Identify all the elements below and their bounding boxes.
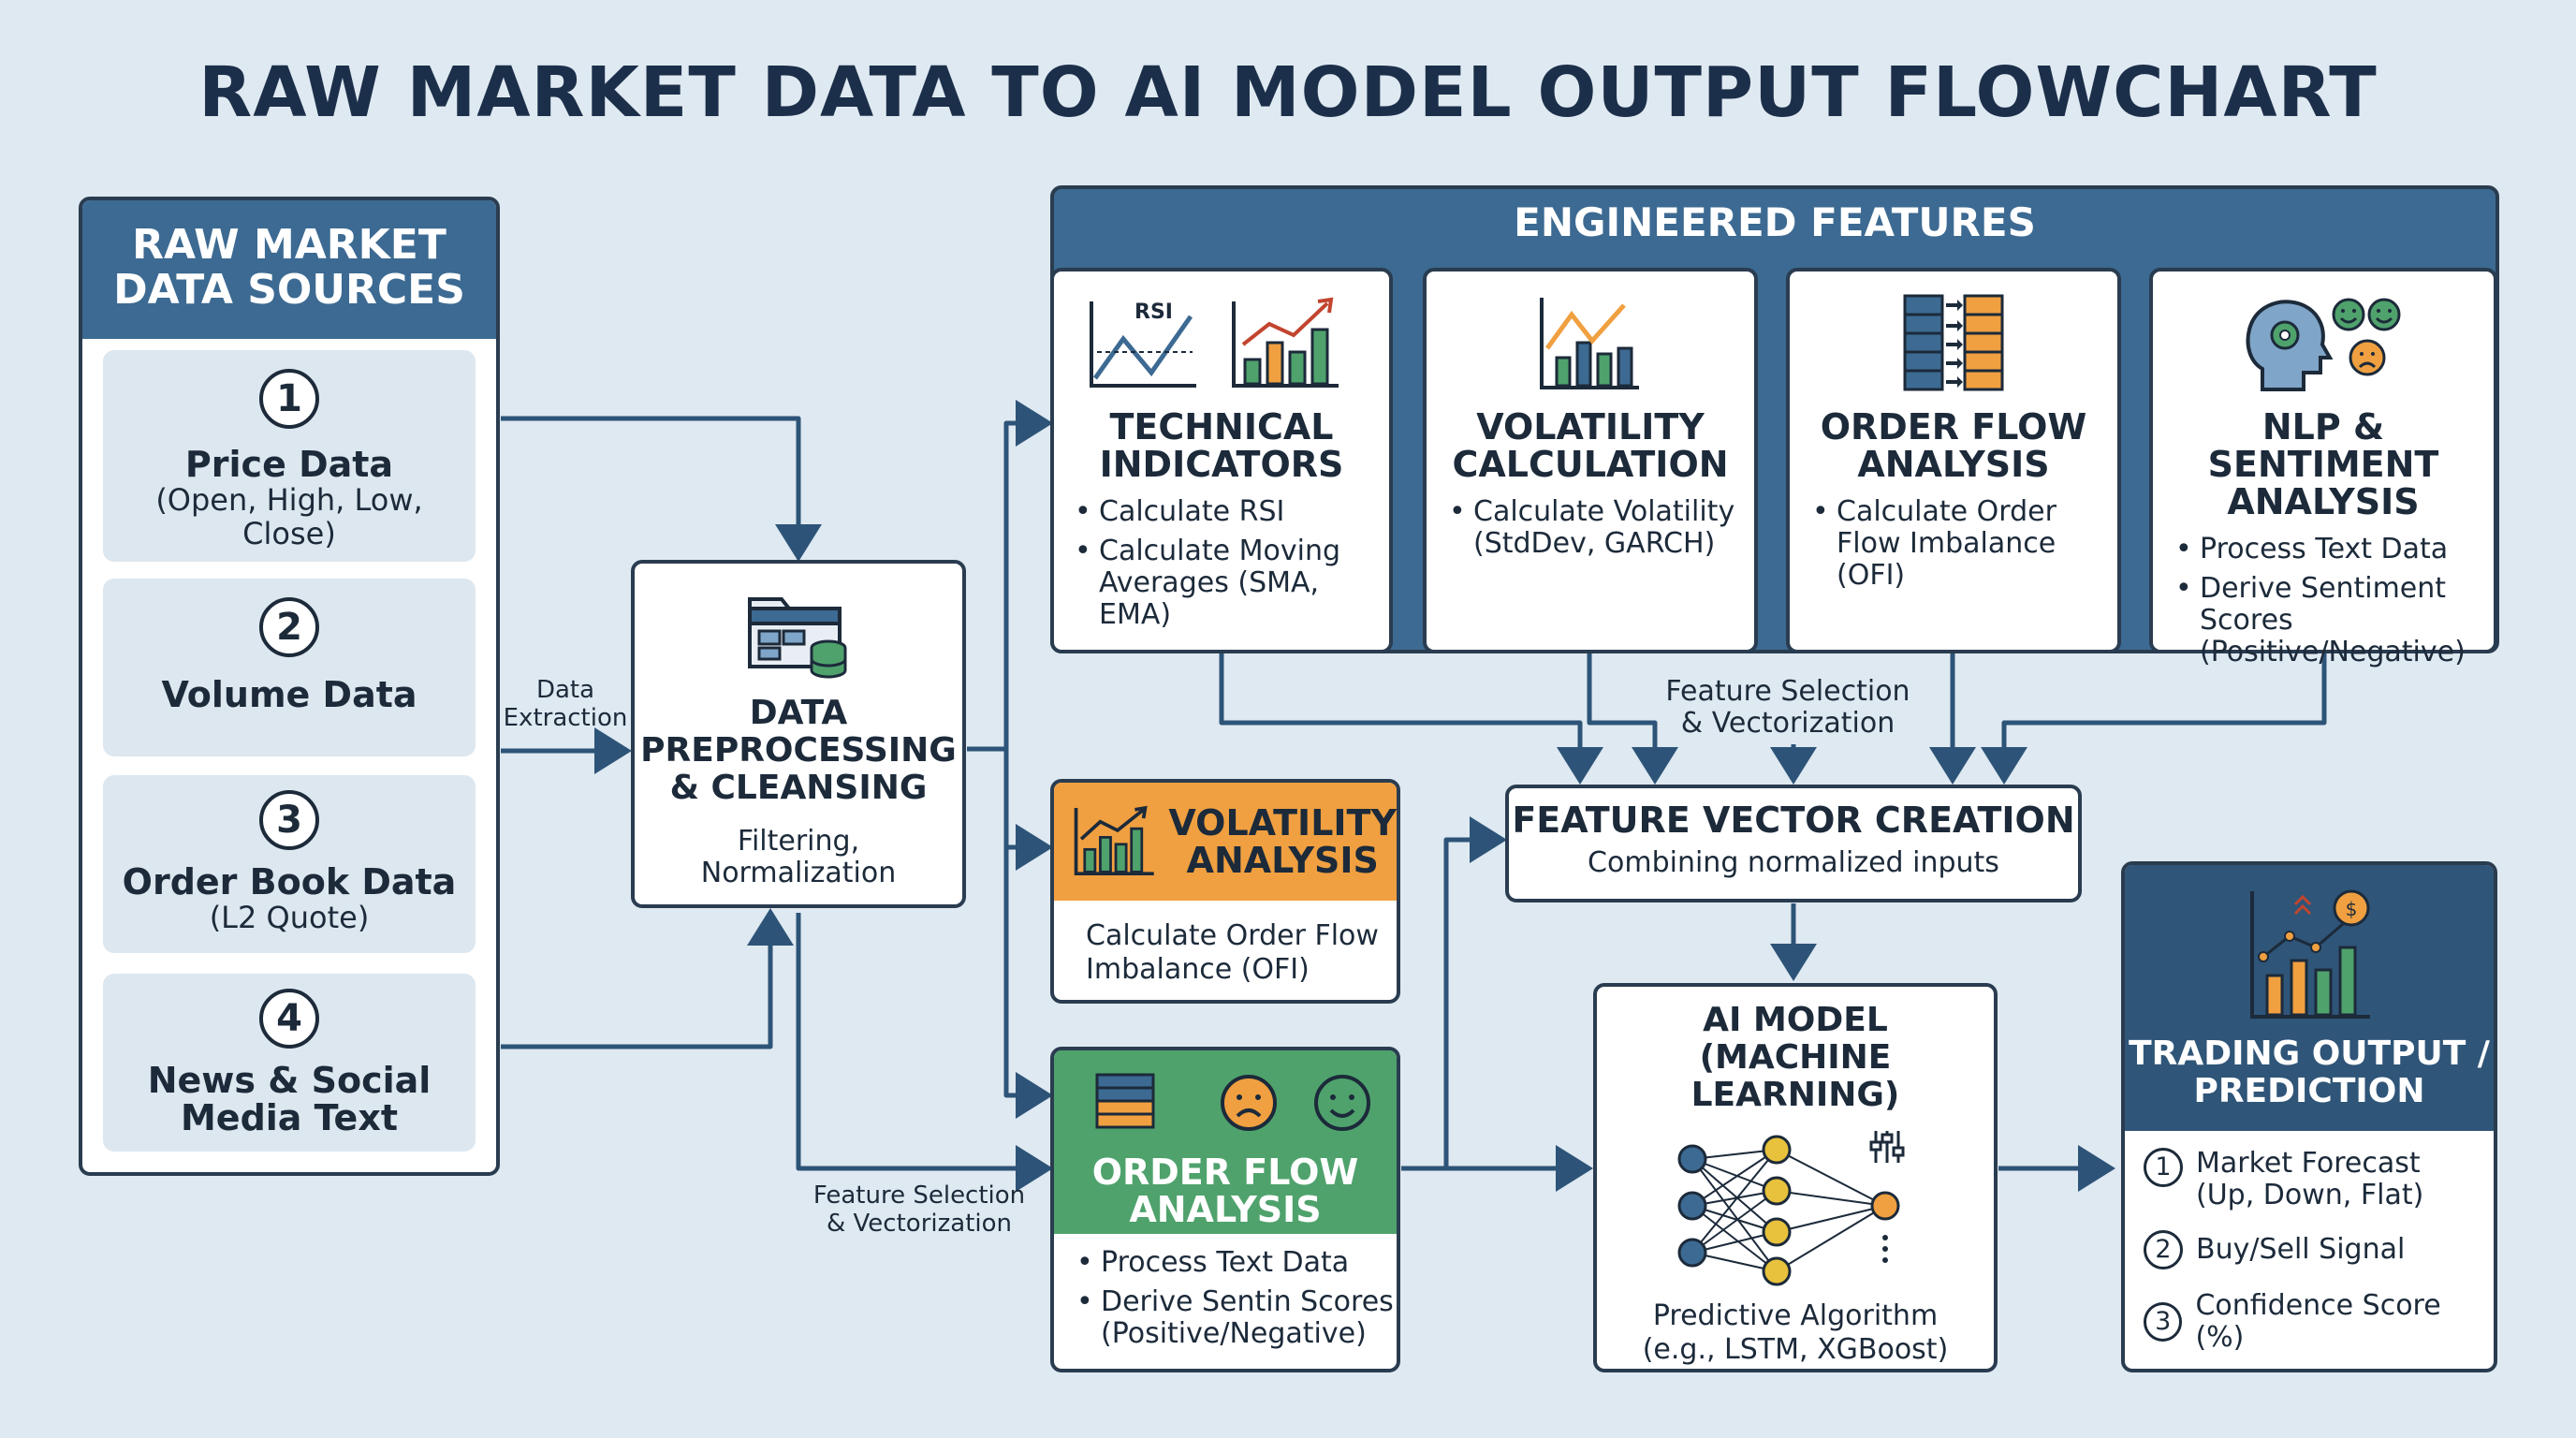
source-title: Price Data <box>184 444 394 485</box>
arrow-volatility-to-vector <box>1587 653 1678 785</box>
trading-output-list: 1 Market Forecast (Up, Down, Flat) 2 Buy… <box>2125 1131 2494 1354</box>
neural-network-icon <box>1677 1131 1905 1286</box>
volatility-analysis-title: VOLATILITY ANALYSIS <box>1168 802 1397 881</box>
source-title: Order Book Data <box>122 861 457 902</box>
source-order-book-data[interactable]: 3 Order Book Data (L2 Quote) <box>103 775 476 953</box>
bullet-item: Derive Sentin Scores(Positive/Negative) <box>1076 1286 1397 1350</box>
source-subtitle: (Open, High, Low, <box>155 482 423 518</box>
raw-data-sources-panel: RAW MARKET DATA SOURCES 1 Price Data (Op… <box>79 197 500 1176</box>
source-news-social[interactable]: 4 News & Social Media Text <box>103 974 476 1152</box>
svg-text:$: $ <box>2346 898 2358 920</box>
ai-model-title: AI MODEL (MACHINE LEARNING) <box>1690 1001 1900 1114</box>
feature-vector-box[interactable]: FEATURE VECTOR CREATION Combining normal… <box>1505 785 2082 902</box>
trading-output-panel[interactable]: $ TRADING OUTPUT / PREDICTION 1 Market F… <box>2121 861 2497 1372</box>
source-volume-data[interactable]: 2 Volume Data <box>103 579 476 756</box>
engineered-features-header: ENGINEERED FEATURES <box>1514 199 2036 245</box>
ai-model-subtitle: Predictive Algorithm (e.g., LSTM, XGBoos… <box>1642 1299 1949 1366</box>
arrow-price-to-preprocessing <box>501 416 822 562</box>
order-flow-analysis-card[interactable]: ORDER FLOW ANALYSIS Calculate OrderFlow … <box>1786 268 2121 653</box>
raw-data-sources-header: RAW MARKET DATA SOURCES <box>82 200 496 339</box>
ai-model-box[interactable]: AI MODEL (MACHINE LEARNING) Predictive A… <box>1593 983 1998 1372</box>
bullet-item: Derive SentimentScores(Positive/Negative… <box>2175 573 2494 668</box>
feature-vector-title: FEATURE VECTOR CREATION <box>1512 800 2075 841</box>
nlp-sentiment-title: NLP & SENTIMENT ANALYSIS <box>2207 406 2439 522</box>
output-item-market-forecast: 1 Market Forecast (Up, Down, Flat) <box>2144 1148 2494 1211</box>
arrow-orderflow-analysis-to-vector <box>1401 816 1507 1171</box>
arrow-prep-to-technical <box>967 400 1053 752</box>
volatility-calculation-title: VOLATILITY CALCULATION <box>1452 406 1729 485</box>
arrow-prep-to-orderflow <box>967 746 1053 1119</box>
page-title: RAW MARKET DATA TO AI MODEL OUTPUT FLOWC… <box>198 52 2378 133</box>
arrow-technical-to-vector <box>1219 653 1603 785</box>
step-number: 4 <box>259 989 319 1049</box>
preprocessing-title: DATA PREPROCESSING & CLEANSING <box>640 694 957 807</box>
source-subtitle: (L2 Quote) <box>209 900 370 935</box>
output-item-confidence: 3 Confidence Score (%) <box>2144 1290 2494 1354</box>
preprocessing-box[interactable]: DATA PREPROCESSING & CLEANSING Filtering… <box>631 560 966 908</box>
source-subtitle: Close) <box>242 516 336 551</box>
volatility-chart-icon <box>1540 298 1639 389</box>
bullet-item: Calculate RSI <box>1075 496 1389 529</box>
order-flow-analysis-title: ORDER FLOW ANALYSIS <box>1820 406 2087 485</box>
source-price-data[interactable]: 1 Price Data (Open, High, Low, Close) <box>103 350 476 562</box>
volatility-analysis-body: Calculate Order Flow Imbalance (OFI) <box>1086 919 1379 986</box>
nlp-sentiment-card[interactable]: NLP & SENTIMENT ANALYSIS Process Text Da… <box>2149 268 2497 668</box>
bar-chart-icon <box>1074 805 1154 876</box>
order-flow-sentiment-bullets: Process Text Data Derive Sentin Scores(P… <box>1076 1247 1397 1350</box>
feature-selection-label-bottom: Feature Selection & Vectorization <box>812 1181 1026 1238</box>
source-title: News & Social <box>147 1060 432 1101</box>
bullet-item: Calculate Volatility(StdDev, GARCH) <box>1449 496 1754 560</box>
step-number: 3 <box>2144 1302 2183 1342</box>
volatility-calculation-bullets: Calculate Volatility(StdDev, GARCH) <box>1449 496 1754 560</box>
svg-text:RSI: RSI <box>1134 301 1173 324</box>
feature-selection-label-top: Feature Selection & Vectorization <box>1665 675 1910 740</box>
feature-vector-subtitle: Combining normalized inputs <box>1588 846 1999 879</box>
data-extraction-label: Data Extraction <box>503 676 628 732</box>
trading-output-header: $ TRADING OUTPUT / PREDICTION <box>2125 865 2494 1131</box>
technical-indicators-title: TECHNICAL INDICATORS <box>1099 406 1344 485</box>
order-flow-sentiment-header: ORDER FLOW ANALYSIS <box>1054 1050 1397 1234</box>
rsi-chart-icon: RSI <box>1090 297 1339 388</box>
volatility-analysis-card[interactable]: VOLATILITY ANALYSIS Calculate Order Flow… <box>1050 779 1400 1004</box>
source-title-line2: Media Text <box>180 1097 398 1138</box>
bullet-item: Process Text Data <box>2175 534 2494 566</box>
source-title: Volume Data <box>161 674 417 715</box>
output-item-buy-sell: 2 Buy/Sell Signal <box>2144 1230 2494 1269</box>
order-book-icon <box>1903 294 2004 391</box>
step-number: 1 <box>259 369 319 429</box>
order-flow-sentiment-card[interactable]: ORDER FLOW ANALYSIS Process Text Data De… <box>1050 1047 1400 1372</box>
sentiment-head-icon <box>2246 298 2401 391</box>
order-sentiment-icons <box>1095 1073 1370 1131</box>
technical-indicators-card[interactable]: RSI TECHNICAL INDICATORS Calculate RSI C… <box>1050 268 1393 653</box>
volatility-calculation-card[interactable]: VOLATILITY CALCULATION Calculate Volatil… <box>1423 268 1758 653</box>
volatility-analysis-header: VOLATILITY ANALYSIS <box>1054 783 1397 901</box>
arrow-nlp-to-vector <box>1981 653 2327 785</box>
arrow-prep-bottom-to-orderflow <box>796 913 1053 1192</box>
bullet-item: Process Text Data <box>1076 1247 1397 1280</box>
trading-output-title: TRADING OUTPUT / PREDICTION <box>2129 1034 2490 1110</box>
arrow-news-to-preprocessing <box>501 908 794 1049</box>
database-folder-icon <box>748 597 847 679</box>
order-flow-sentiment-title: ORDER FLOW ANALYSIS <box>1091 1152 1359 1230</box>
nlp-sentiment-bullets: Process Text Data Derive SentimentScores… <box>2175 534 2494 668</box>
step-number: 2 <box>2144 1230 2183 1269</box>
trading-chart-icon: $ <box>2250 889 2370 1019</box>
step-number: 3 <box>259 790 319 850</box>
step-number: 2 <box>259 597 319 657</box>
preprocessing-subtitle: Filtering, Normalization <box>700 825 897 889</box>
step-number: 1 <box>2144 1148 2183 1187</box>
